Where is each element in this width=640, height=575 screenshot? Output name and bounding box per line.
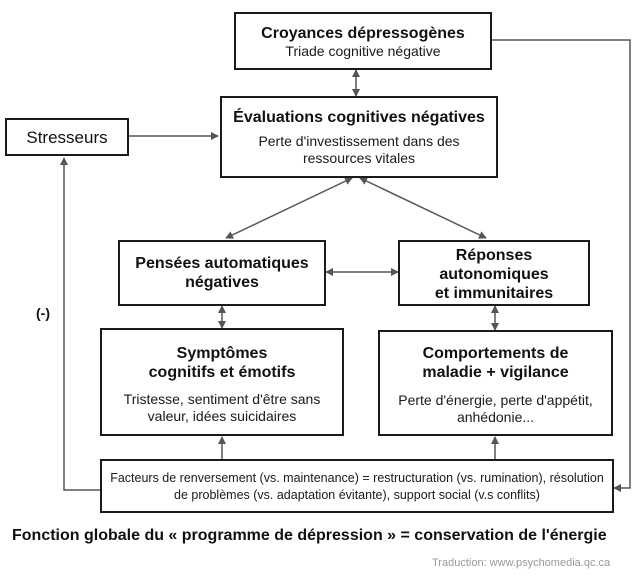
box-pensees: Pensées automatiques négatives (118, 240, 326, 306)
croyances-title: Croyances dépressogènes (261, 25, 465, 42)
arrow-facteurs-stresseurs (60, 157, 100, 491)
evaluations-sub: Perte d'investissement dans des ressourc… (258, 133, 460, 166)
croyances-sub: Triade cognitive négative (285, 43, 441, 59)
comportements-sub: Perte d'énergie, perte d'appétit, anhédo… (398, 392, 593, 425)
credit: Traduction: www.psychomedia.qc.ca (432, 557, 611, 569)
facteurs-text: Facteurs de renversement (vs. maintenanc… (110, 471, 604, 502)
box-comportements: Comportements de maladie + vigilance Per… (378, 330, 613, 436)
box-reponses: Réponses autonomiques et immunitaires (398, 240, 590, 306)
box-facteurs: Facteurs de renversement (vs. maintenanc… (100, 459, 614, 513)
arrow-evaluations-pensees (225, 177, 353, 239)
box-croyances: Croyances dépressogènes Triade cognitive… (234, 12, 492, 70)
arrow-croyances-facteurs (486, 39, 631, 492)
reponses-title: Réponses autonomiques et immunitaires (434, 247, 554, 302)
arrow-evaluations-reponses (359, 177, 487, 239)
box-evaluations: Évaluations cognitives négatives Perte d… (220, 96, 498, 178)
pensees-title: Pensées automatiques négatives (135, 255, 309, 291)
negative-label: (-) (36, 305, 50, 321)
caption: Fonction globale du « programme de dépre… (12, 527, 607, 544)
box-symptomes: Symptômes cognitifs et émotifs Tristesse… (100, 328, 344, 436)
stresseurs-title: Stresseurs (26, 128, 108, 147)
comportements-title: Comportements de maladie + vigilance (422, 345, 569, 381)
symptomes-title: Symptômes cognitifs et émotifs (148, 345, 296, 381)
symptomes-sub: Tristesse, sentiment d'être sans valeur,… (123, 391, 321, 424)
evaluations-title: Évaluations cognitives négatives (233, 109, 485, 126)
box-stresseurs: Stresseurs (5, 118, 129, 156)
